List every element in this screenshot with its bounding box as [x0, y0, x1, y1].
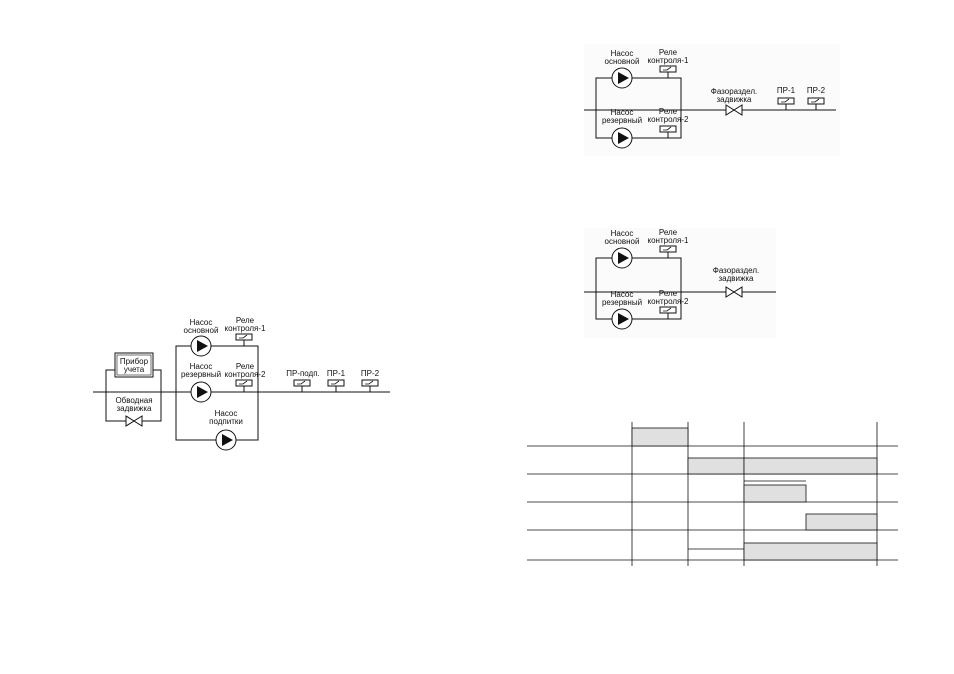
relay-1-label-1: Реле — [236, 316, 255, 325]
pump-main-label-2: основной — [605, 57, 640, 66]
timing-bar — [743, 484, 807, 503]
pump-reserve-label-1: Насос — [611, 290, 634, 299]
relay-2-label-1: Реле — [236, 362, 255, 371]
relay-1-icon — [235, 333, 253, 346]
pr-podp-icon — [293, 379, 311, 392]
phase-valve-label-2: задвижка — [717, 95, 753, 104]
relay-1-label-1: Реле — [659, 48, 678, 57]
pr-2-label: ПР-2 — [807, 86, 826, 95]
pr-podp-label: ПР-подп. — [286, 369, 320, 378]
pump-boost-icon — [215, 429, 237, 451]
scheme-with-phase-valve-and-relays: Насос основной Насос резервный Реле конт… — [584, 44, 840, 156]
pump-boost-label-2: подпитки — [209, 417, 243, 426]
meter-label-1: Прибор — [120, 357, 149, 366]
relay-2-icon — [659, 306, 677, 319]
scheme-with-phase-valve: Насос основной Насос резервный Реле конт… — [584, 228, 776, 338]
timing-diagram-table — [527, 422, 898, 566]
relay-2-label-2: контроля-2 — [648, 115, 690, 124]
relay-2-label-1: Реле — [659, 107, 678, 116]
timing-bar — [631, 427, 689, 447]
pump-reserve-icon — [190, 381, 212, 403]
relay-1-label-2: контроля-1 — [225, 324, 267, 333]
relay-1-label-2: контроля-1 — [648, 236, 690, 245]
timing-bar — [687, 457, 745, 475]
relay-2-icon — [659, 125, 677, 138]
bypass-valve-icon — [125, 415, 143, 427]
pump-reserve-label-2: резервный — [602, 298, 642, 307]
pump-main-label-1: Насос — [611, 229, 634, 238]
pump-main-icon — [611, 247, 633, 269]
pump-reserve-icon — [611, 308, 633, 330]
meter-label-2: учета — [124, 365, 145, 374]
relay-1-icon — [659, 65, 677, 78]
scheme-with-meter-and-boost-pump: Прибор учета Обводная задвижка Насос осн… — [93, 316, 390, 451]
pump-reserve-label-2: резервный — [602, 116, 642, 125]
phase-valve-icon — [725, 104, 743, 116]
timing-bar — [743, 457, 878, 475]
pump-reserve-label-1: Насос — [611, 108, 634, 117]
pr-2-label: ПР-2 — [361, 369, 380, 378]
pump-main-icon — [611, 67, 633, 89]
pr-2-icon — [807, 97, 825, 110]
pump-main-label-2: основной — [605, 237, 640, 246]
pump-main-label-2: основной — [184, 326, 219, 335]
relay-2-label-2: контроля-2 — [225, 370, 267, 379]
timing-bar — [805, 513, 878, 531]
pr-1-icon — [327, 379, 345, 392]
relay-1-label-1: Реле — [659, 228, 678, 237]
relay-1-label-2: контроля-1 — [648, 56, 690, 65]
relay-2-label-2: контроля-2 — [648, 297, 690, 306]
relay-1-icon — [659, 245, 677, 258]
pr-1-label: ПР-1 — [327, 369, 346, 378]
phase-valve-label-1: Фазораздел. — [711, 87, 758, 96]
timing-bar — [743, 542, 878, 561]
pump-reserve-label-1: Насос — [190, 362, 213, 371]
pump-reserve-icon — [611, 127, 633, 149]
relay-2-icon — [235, 379, 253, 392]
phase-valve-label-1: Фазораздел. — [713, 266, 760, 275]
pr-1-label: ПР-1 — [777, 86, 796, 95]
pump-main-label-1: Насос — [190, 318, 213, 327]
relay-2-label-1: Реле — [659, 289, 678, 298]
phase-valve-label-2: задвижка — [719, 274, 755, 283]
pump-main-label-1: Насос — [611, 49, 634, 58]
phase-valve-icon — [725, 286, 743, 298]
meter-box — [114, 352, 154, 378]
pump-boost-label-1: Насос — [215, 409, 238, 418]
bypass-label-1: Обводная — [115, 396, 152, 405]
bypass-label-2: задвижка — [117, 404, 153, 413]
pump-reserve-label-2: резервный — [181, 370, 221, 379]
pr-1-icon — [777, 97, 795, 110]
pr-2-icon — [361, 379, 379, 392]
pump-main-icon — [190, 335, 212, 357]
